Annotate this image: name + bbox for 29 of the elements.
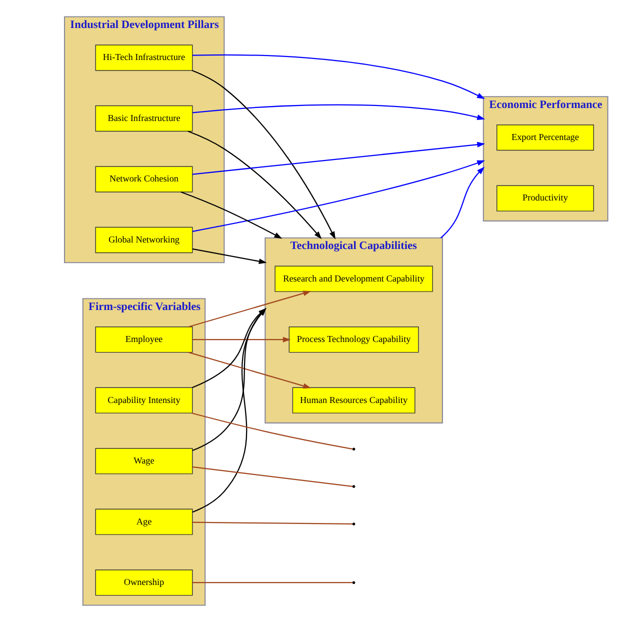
connector bbox=[192, 522, 352, 525]
arrow bbox=[192, 160, 485, 232]
connector bbox=[192, 466, 352, 488]
arrow bbox=[188, 290, 311, 328]
arrow bbox=[192, 104, 485, 120]
node-box: Wage bbox=[94, 448, 192, 474]
node-box: Capability Intensity bbox=[94, 387, 192, 414]
node-box: Employee bbox=[94, 326, 192, 353]
connector bbox=[192, 582, 352, 584]
node-box: Process Technology Capability bbox=[288, 326, 418, 353]
node-box: Ownership bbox=[94, 570, 192, 596]
node-box: Basic Infrastructure bbox=[94, 105, 192, 132]
arrow bbox=[192, 70, 335, 240]
node-box: Network Cohesion bbox=[94, 166, 192, 192]
arrow bbox=[192, 248, 266, 264]
arrow bbox=[192, 336, 290, 342]
node-box: Human Resources Capability bbox=[292, 387, 415, 414]
arrow bbox=[188, 352, 311, 389]
node-box: Global Networking bbox=[94, 226, 192, 254]
node-box: Age bbox=[94, 508, 192, 535]
arrow bbox=[192, 142, 485, 175]
arrow bbox=[440, 166, 484, 238]
arrow bbox=[187, 130, 322, 240]
arrow bbox=[192, 54, 484, 100]
node-box: Hi-Tech Infrastructure bbox=[94, 44, 192, 71]
node-box: Productivity bbox=[496, 185, 594, 212]
arrow bbox=[180, 191, 282, 239]
node-box: Export Percentage bbox=[496, 124, 594, 151]
node-box: Research and Development Capability bbox=[274, 266, 432, 292]
